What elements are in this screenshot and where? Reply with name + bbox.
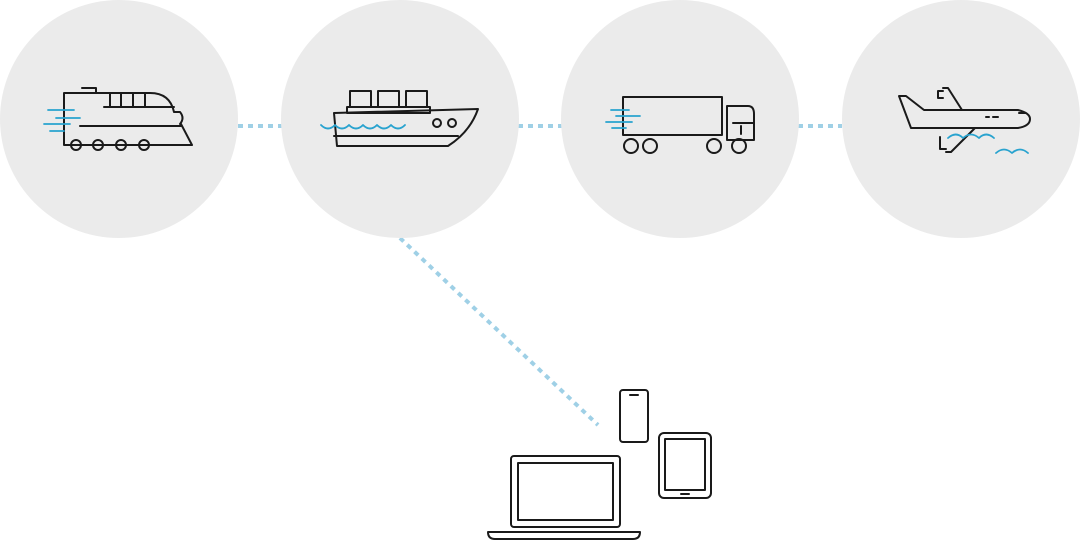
- smartphone-icon: [619, 389, 649, 443]
- truck-node: [561, 0, 799, 238]
- tablet-icon: [658, 432, 712, 499]
- device-group: [487, 389, 712, 540]
- ship-node: [281, 0, 519, 238]
- laptop-icon: [487, 455, 641, 540]
- truck-icon: [605, 96, 755, 154]
- train-icon: [43, 87, 193, 151]
- train-node: [0, 0, 238, 238]
- airplane-node: [842, 0, 1080, 238]
- transport-nodes: [0, 0, 1080, 238]
- connector-ship-devices: [398, 236, 600, 427]
- airplane-icon: [898, 87, 1031, 154]
- ship-icon: [320, 90, 479, 147]
- connectors: [238, 124, 842, 427]
